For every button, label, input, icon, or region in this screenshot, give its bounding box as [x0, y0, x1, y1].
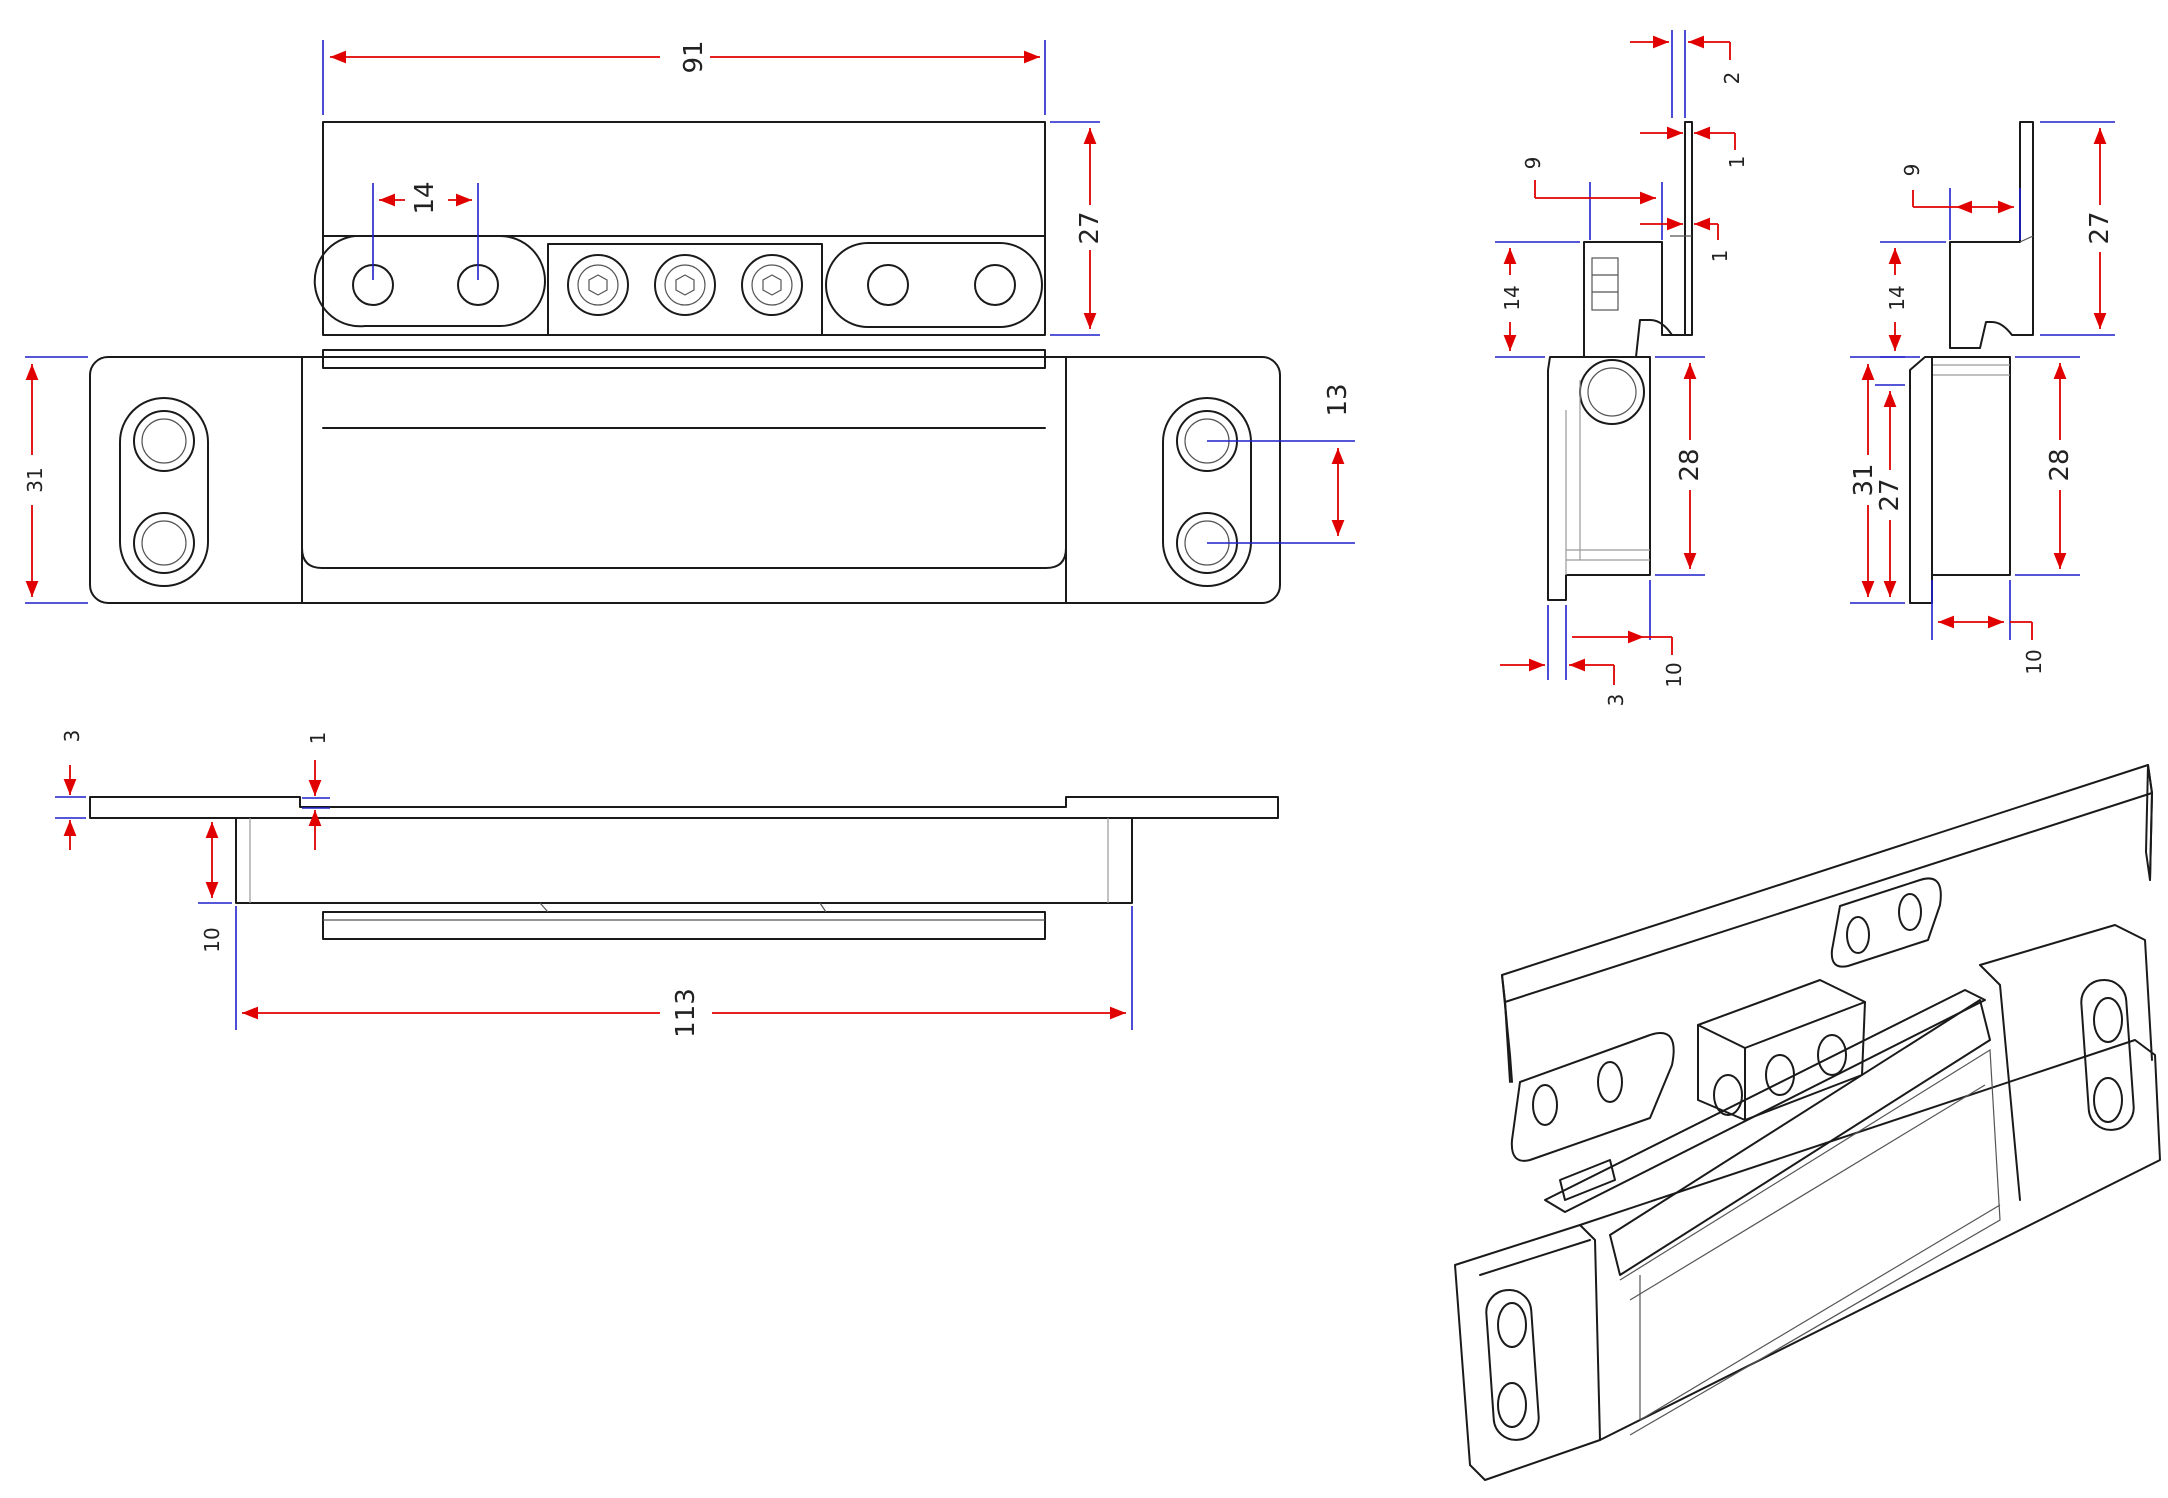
dim-front-91: 91 — [679, 40, 709, 73]
dim-front-27: 27 — [1075, 211, 1105, 244]
dim-top-113: 113 — [671, 988, 701, 1038]
dim-sideL-14: 14 — [1500, 285, 1524, 310]
dim-sideR-28: 28 — [2045, 448, 2075, 481]
dim-top-1: 1 — [306, 732, 330, 745]
side-view-right: 9 27 14 31 27 28 10 — [1849, 121, 2115, 675]
dim-front-13: 13 — [1323, 383, 1353, 416]
dim-sideL-9: 9 — [1521, 157, 1545, 170]
dim-sideL-10: 10 — [1662, 662, 1686, 687]
dim-sideR-10: 10 — [2022, 649, 2046, 674]
dim-top-3: 3 — [60, 730, 84, 743]
dim-sideR-14: 14 — [1885, 285, 1909, 310]
front-view: 91 27 14 31 13 — [23, 40, 1355, 604]
dim-sideR-27: 27 — [2085, 211, 2115, 244]
dim-sideR-31: 31 — [1849, 463, 1879, 496]
dim-sideL-2: 2 — [1720, 72, 1744, 85]
side-view-left: 2 1 9 1 14 28 10 — [1495, 30, 1749, 706]
dim-front-14: 14 — [410, 181, 440, 214]
top-view: 3 1 10 113 — [55, 730, 1279, 1038]
dim-sideL-28: 28 — [1675, 448, 1705, 481]
dim-sideR-27b: 27 — [1875, 478, 1905, 511]
dim-sideL-1b: 1 — [1708, 250, 1732, 263]
dim-top-10: 10 — [200, 927, 224, 952]
dim-sideL-3: 3 — [1604, 694, 1628, 707]
dim-sideL-1a: 1 — [1725, 156, 1749, 169]
isometric-view — [1454, 764, 2161, 1481]
dim-front-31: 31 — [23, 467, 47, 492]
dim-sideR-9: 9 — [1900, 164, 1924, 177]
